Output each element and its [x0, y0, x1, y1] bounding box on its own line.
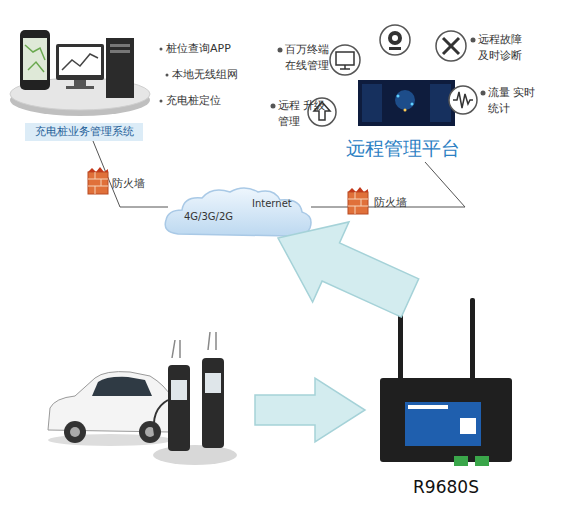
firewall-icon [348, 192, 368, 214]
router-terminal [454, 456, 468, 466]
firewall-label: 防火墙 [112, 176, 162, 192]
router-panel [408, 405, 448, 409]
car-illustration [92, 377, 152, 396]
charging-piles [171, 380, 187, 400]
tools-icon [443, 38, 459, 54]
bullet-dot [160, 48, 163, 51]
bullet-dot [481, 91, 486, 96]
charging-piles [153, 445, 237, 465]
cloud-shape [160, 184, 315, 242]
firewall-icon [88, 167, 108, 194]
phone-icon [23, 38, 47, 80]
node-text: Internet [252, 197, 302, 211]
firewall-icon [88, 172, 108, 194]
charging-piles [168, 365, 190, 451]
bullet-dot [160, 100, 163, 103]
phone-icon [20, 30, 50, 90]
wave-icon [449, 86, 477, 114]
wave-icon [453, 92, 473, 108]
webcam-icon [388, 31, 402, 45]
monitor-icon [59, 47, 101, 75]
monitor-icon [56, 44, 104, 80]
feature-label: 充电桩定位 [166, 93, 256, 109]
firewall-icon [88, 167, 108, 172]
platform-screenshot [395, 90, 415, 110]
computer-tower [110, 50, 130, 53]
computer-tower [110, 44, 130, 47]
wave-icon [449, 86, 477, 114]
webcam-icon [380, 25, 410, 55]
router-panel [460, 418, 476, 434]
monitor-icon [66, 86, 94, 89]
bullet-dot [271, 104, 276, 109]
router-device [378, 296, 514, 476]
feature-label: 远程故障 及时诊断 [478, 32, 528, 64]
router-body [380, 378, 512, 462]
cloud-shape [165, 188, 311, 236]
router-panel [405, 402, 481, 446]
node-text: 远程管理平台 [336, 136, 470, 160]
charging-piles [154, 400, 168, 435]
monitor-circle-icon [340, 68, 350, 70]
monitor-icon [56, 44, 104, 89]
platform-screenshot [397, 95, 400, 98]
phone-icon [20, 30, 50, 90]
firewall-icon [88, 172, 108, 194]
platform-screenshot [430, 84, 451, 122]
bullet-dot [471, 38, 476, 43]
computer-tower [106, 38, 134, 98]
charging-piles [202, 358, 224, 448]
block-arrow [278, 222, 419, 317]
monitor-circle-icon [330, 45, 360, 75]
webcam-icon [380, 25, 410, 55]
computer-tower [106, 38, 134, 98]
node-text: R9680S [378, 476, 514, 498]
platform-title: 远程管理平台 [336, 134, 470, 162]
firewall-icon [348, 187, 368, 214]
system-label-bar: 充电桩业务管理系统 [25, 123, 143, 141]
node-text: 4G/3G/2G [184, 210, 244, 224]
feature-label: 本地无线组网 [172, 67, 262, 83]
router-terminal [475, 456, 489, 466]
tools-icon [443, 38, 459, 54]
data-flow-arrow [255, 378, 365, 442]
tools-icon [436, 31, 466, 61]
bullet-dot [166, 74, 169, 77]
charging-piles [172, 332, 216, 358]
platform-screenshot [411, 103, 414, 106]
platform-screenshot [358, 80, 455, 126]
platform-screenshot [358, 80, 455, 126]
firewall-icon [348, 187, 368, 192]
webcam-icon [389, 47, 401, 50]
firewall-label: 防火墙 [374, 195, 424, 211]
network-cloud: 4G/3G/2G Internet [160, 184, 315, 242]
car-illustration [64, 421, 86, 443]
car-illustration [139, 421, 161, 443]
monitor-icon [62, 54, 98, 70]
monitor-circle-icon [336, 52, 354, 65]
router-antenna [470, 298, 475, 388]
monitor-circle-icon [330, 45, 360, 75]
node-text: 充电桩业务管理系统 [25, 123, 143, 141]
feature-label: 远程 升级管理 [278, 98, 328, 130]
block-arrow [278, 222, 419, 317]
tools-icon [436, 31, 466, 61]
webcam-icon [392, 35, 398, 41]
car-illustration [70, 427, 80, 437]
platform-screenshot [362, 84, 382, 122]
feature-label: 桩位查询APP [166, 41, 256, 57]
feature-label: 百万终端 在线管理 [285, 42, 335, 74]
phone-icon [25, 45, 45, 72]
firewall-icon [348, 192, 368, 214]
platform-screenshot [404, 109, 407, 112]
charging-piles [153, 332, 237, 465]
charging-piles [205, 373, 221, 393]
router-node: R9680S [378, 296, 514, 502]
car-illustration [48, 372, 175, 446]
feature-label: 流量 实时统计 [488, 85, 538, 117]
bullet-dot [278, 48, 283, 53]
monitor-icon [74, 80, 86, 86]
